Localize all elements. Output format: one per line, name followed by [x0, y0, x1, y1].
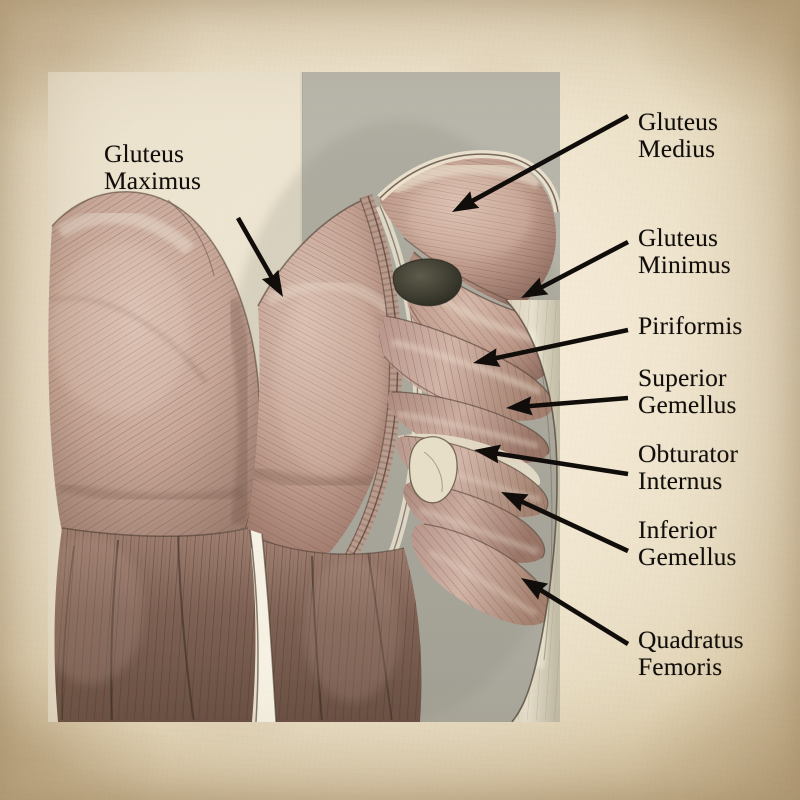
arrow-head-gluteus-medius: [452, 191, 480, 212]
label-inferior-gemellus: Inferior Gemellus: [638, 515, 737, 572]
label-gluteus-medius: Gluteus Medius: [638, 107, 719, 164]
label-superior-gemellus: Superior Gemellus: [638, 363, 737, 420]
arrow-head-inferior-gemellus: [501, 492, 529, 512]
label-piriformis: Piriformis: [638, 311, 743, 340]
label-arrows: [236, 113, 630, 646]
label-quadratus-femoris: Quadratus Femoris: [638, 625, 744, 682]
arrow-shaft-superior-gemellus: [525, 395, 629, 409]
arrow-head-gluteus-maximus: [261, 269, 283, 297]
arrow-shaft-gluteus-maximus: [236, 216, 276, 281]
arrow-head-piriformis: [473, 348, 501, 367]
arrow-shaft-gluteus-minimus: [537, 239, 630, 291]
arrow-shaft-inferior-gemellus: [518, 498, 629, 554]
arrow-head-obturator-internus: [474, 444, 502, 464]
label-gluteus-maximus: Gluteus Maximus: [104, 139, 202, 196]
arrow-shaft-quadratus-femoris: [536, 586, 630, 646]
label-obturator-internus: Obturator Internus: [638, 439, 739, 496]
arrow-shaft-obturator-internus: [493, 450, 629, 477]
arrow-head-gluteus-minimus: [521, 277, 549, 298]
label-gluteus-minimus: Gluteus Minimus: [638, 223, 731, 280]
arrow-shaft-gluteus-medius: [468, 113, 630, 205]
arrow-head-superior-gemellus: [506, 396, 533, 416]
arrow-shaft-piriformis: [492, 327, 629, 362]
illustration-plate: [48, 72, 560, 722]
arrow-head-quadratus-femoris: [521, 578, 549, 600]
